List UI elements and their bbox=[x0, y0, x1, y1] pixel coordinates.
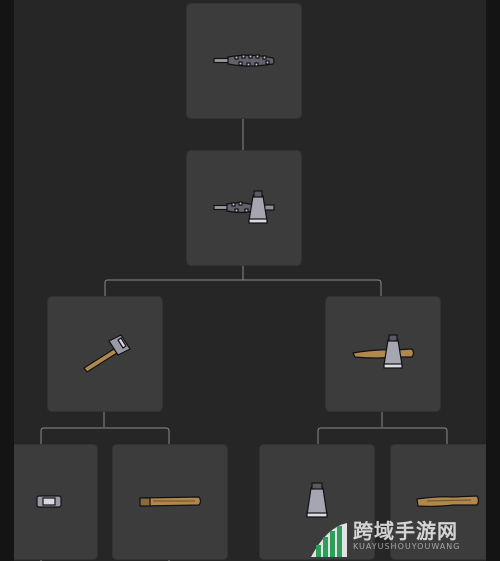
watermark-text: 跨域手游网 bbox=[353, 519, 458, 543]
wooden-club-icon bbox=[139, 496, 202, 507]
watermark: 跨域手游网 KUAYUSHOUYOUWANG bbox=[305, 515, 500, 561]
hammer-icon bbox=[83, 334, 131, 373]
wooden-axe-icon bbox=[352, 334, 415, 369]
watermark-subtext: KUAYUSHOUYOUWANG bbox=[353, 542, 461, 551]
weapon-node-hammer[interactable] bbox=[48, 297, 162, 411]
crafting-tree-panel bbox=[14, 0, 486, 561]
weapon-node-hammer-head[interactable] bbox=[14, 445, 97, 559]
wooden-club-icon bbox=[416, 495, 480, 507]
spiked-club-icon bbox=[213, 54, 275, 67]
weapon-node-wooden-club[interactable] bbox=[113, 445, 227, 559]
weapon-node-spiked-club[interactable] bbox=[187, 4, 301, 118]
weapon-node-wooden-axe[interactable] bbox=[326, 297, 440, 411]
spiked-club-axe-icon bbox=[213, 190, 275, 224]
weapon-node-wooden-club-2[interactable] bbox=[391, 445, 486, 559]
weapon-node-spiked-axe[interactable] bbox=[187, 151, 301, 265]
axe-head-icon bbox=[306, 482, 328, 518]
hammer-head-icon bbox=[36, 495, 62, 508]
tree-connectors bbox=[40, 117, 448, 561]
weapon-node-axe-head[interactable] bbox=[260, 445, 374, 559]
watermark-logo-icon bbox=[311, 523, 347, 557]
